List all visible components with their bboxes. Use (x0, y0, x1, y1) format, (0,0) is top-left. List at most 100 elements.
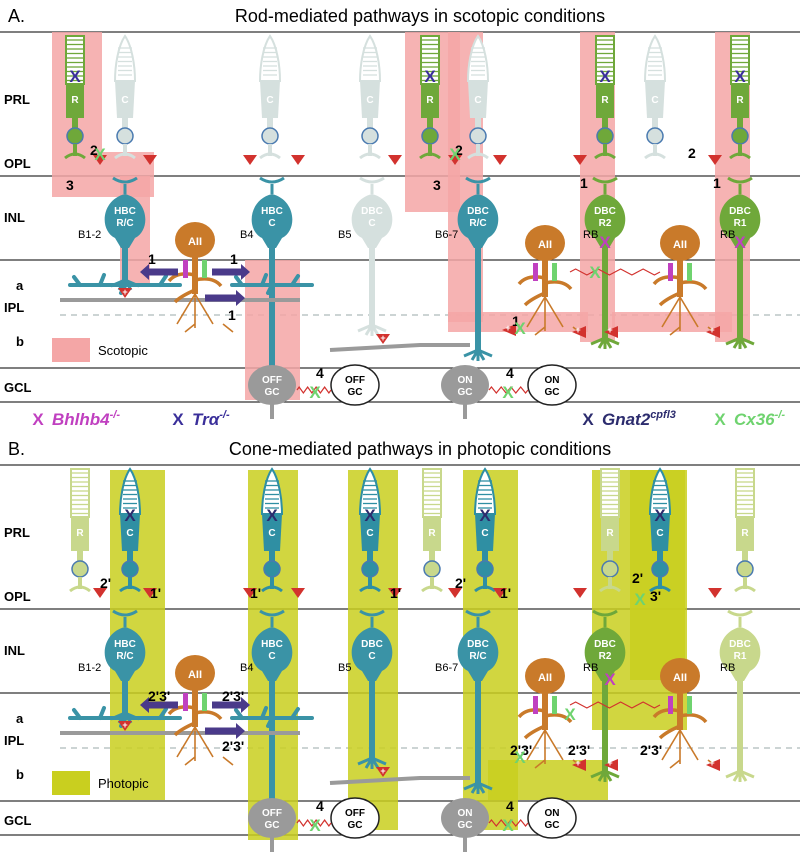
cx36-knockout-mark: X (502, 816, 514, 835)
type-label: B6-7 (435, 229, 458, 241)
soma (248, 365, 296, 405)
cx36-knockout-mark: X (564, 705, 576, 724)
lobular-dendrite (167, 272, 223, 304)
dendrite (259, 176, 285, 194)
dendrite (592, 609, 618, 627)
axon (463, 836, 467, 852)
panel-title: Rod-mediated pathways in scotopic condit… (235, 6, 605, 26)
axon (608, 577, 612, 589)
synapse-sign-arrow (93, 588, 107, 598)
signal-arrow (140, 697, 178, 713)
mutant-legend-label: Trα-/- (192, 409, 230, 429)
cell-label: OFF (345, 808, 365, 819)
rod-photoreceptor: R (421, 468, 443, 593)
synapse-sign-arrow: + (706, 325, 720, 338)
pathway-number: 2' (100, 575, 111, 591)
cone-outer-segment (258, 34, 282, 82)
cell-label: C (366, 95, 373, 106)
layer-label-b: b (16, 767, 24, 782)
cell-label: HBC (261, 639, 283, 650)
rod-inner-segment (736, 517, 754, 551)
cell-label: GC (265, 387, 280, 398)
arboreal-dendrite (176, 726, 234, 766)
arrow-head (706, 326, 720, 338)
nucleus (116, 127, 134, 145)
soma (660, 658, 700, 694)
dendrite (359, 176, 385, 194)
nucleus (731, 127, 749, 145)
layer-label-inl: INL (4, 210, 25, 225)
pathway-number: 3' (650, 588, 661, 604)
nucleus (601, 560, 619, 578)
cell-label: R (76, 528, 84, 539)
soma (441, 365, 489, 405)
cx36-knockout-mark: X (634, 590, 646, 609)
type-label: B1-2 (78, 662, 101, 674)
dendrite (359, 609, 385, 627)
nucleus (121, 560, 139, 578)
cell-label: R/C (469, 218, 486, 229)
cell-label: R (601, 95, 609, 106)
mutant-legend-x: X (172, 410, 184, 429)
legend-swatch (52, 771, 90, 795)
arboreal-dendrite (526, 296, 584, 336)
bhlhb4-knockout-mark: X (734, 233, 746, 252)
type-label: B1-2 (78, 229, 101, 241)
gap-junction (488, 819, 529, 827)
gap-junction-marker (552, 696, 557, 714)
pathway-number: 4 (316, 365, 324, 381)
nucleus (736, 560, 754, 578)
axon-terminal (463, 781, 493, 794)
rod-photoreceptor: R (419, 35, 441, 160)
cell-label: AII (188, 669, 202, 681)
lobular-dendrite (652, 275, 708, 307)
synapse-sign-arrow: + (376, 766, 390, 777)
soma (330, 797, 380, 839)
arrow-head (241, 697, 250, 713)
cell-label: OFF (345, 375, 365, 386)
type-label: B4 (240, 662, 253, 674)
arrow-head (502, 324, 516, 336)
arrow-head (291, 588, 305, 598)
terminal (119, 585, 141, 593)
pathway-number: 2 (90, 142, 98, 158)
cell-label: AII (188, 236, 202, 248)
soma (251, 194, 293, 248)
aii-amacrine-cell: AII (517, 225, 584, 336)
axon (122, 118, 128, 130)
rod-photoreceptor: R (594, 35, 616, 160)
legend-label: Scotopic (98, 343, 148, 358)
axon-terminal (357, 756, 387, 769)
sign-symbol: + (709, 325, 714, 335)
sign-symbol: + (575, 325, 580, 335)
lobular-dendrite (517, 275, 573, 307)
cell-label: DBC (729, 639, 751, 650)
nucleus (476, 560, 494, 578)
pathway-number: 1 (230, 251, 238, 267)
aii-amacrine-cell: AII (167, 222, 234, 333)
synapse-sign-arrow (493, 155, 507, 165)
signal-arrow (205, 290, 245, 306)
synapse-sign-arrow (143, 155, 157, 165)
pathway-number: 1 (713, 175, 721, 191)
axon (657, 551, 663, 563)
arrow-head (236, 723, 245, 739)
layer-label-a: a (16, 278, 24, 293)
layer-label-prl: PRL (4, 92, 30, 107)
cell-label: C (268, 218, 275, 229)
terminal (734, 585, 756, 593)
cell-label: HBC (261, 206, 283, 217)
pathway-number: 1 (580, 175, 588, 191)
terminal (729, 152, 751, 160)
synapse-sign-arrow (291, 588, 305, 598)
axon (429, 551, 435, 563)
axon (652, 118, 658, 130)
dendrite (727, 176, 753, 194)
synapse-sign-arrow (291, 155, 305, 165)
axon-terminal (357, 323, 387, 336)
cell-label: ON (545, 375, 560, 386)
bhlhb4-knockout-mark: X (599, 233, 611, 252)
